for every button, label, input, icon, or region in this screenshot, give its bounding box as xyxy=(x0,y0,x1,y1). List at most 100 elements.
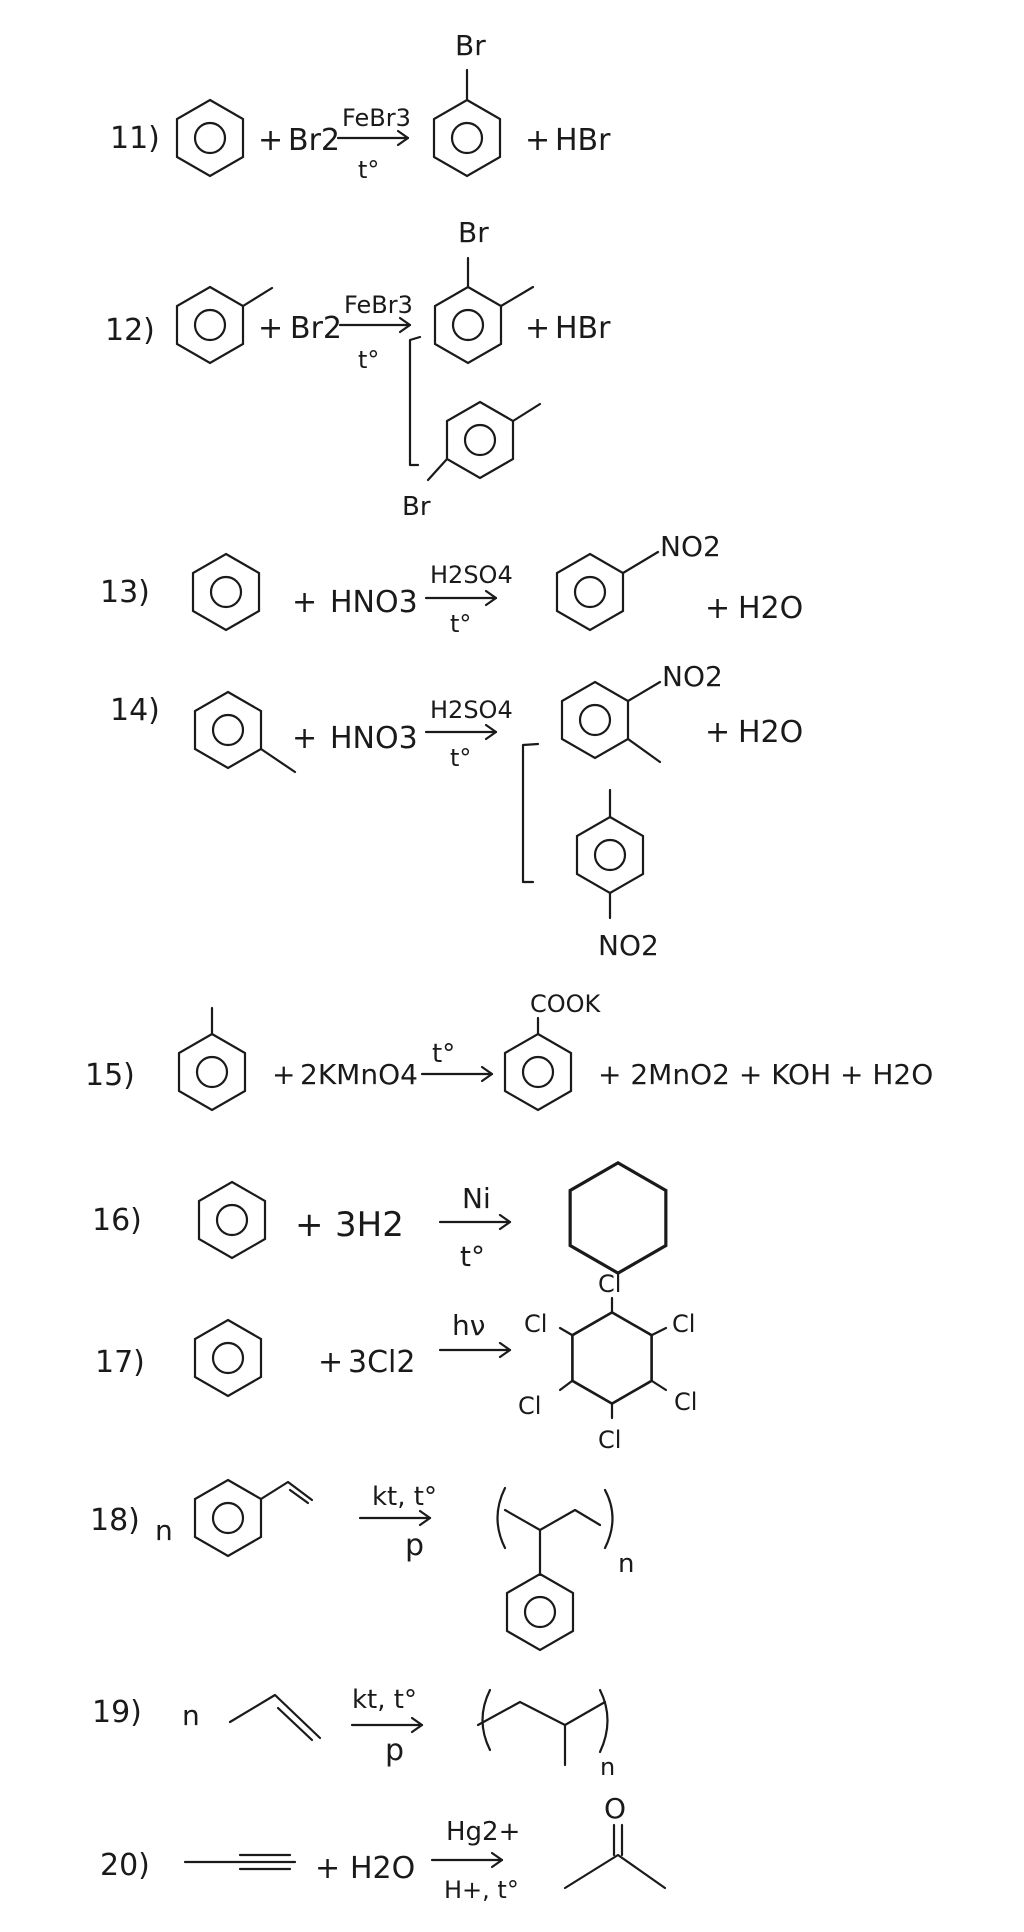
byproduct: HBr xyxy=(555,123,611,158)
substituent: Br xyxy=(455,29,486,62)
reaction-number: 18) xyxy=(90,1503,140,1538)
substituent: Br xyxy=(458,216,489,249)
reagent: Br2 xyxy=(290,311,342,346)
reagent: Br2 xyxy=(288,123,340,158)
condition-bottom: t° xyxy=(358,346,379,374)
plus-sign: + xyxy=(315,1851,340,1886)
polymer-index: n xyxy=(618,1549,634,1579)
reaction-11: 11) + Br2 FeBr3 t° Br + HBr xyxy=(110,29,611,184)
reaction-arrow-icon xyxy=(350,1716,424,1734)
chlorine-label: Cl xyxy=(524,1310,547,1338)
reaction-number: 11) xyxy=(110,121,160,156)
cyclohexane-ring-icon xyxy=(568,1161,668,1275)
bromobenzene-ring-icon xyxy=(432,98,502,178)
para-nitrotoluene-ring-icon xyxy=(575,815,645,895)
condition-top: t° xyxy=(432,1039,455,1069)
chlorine-label: Cl xyxy=(672,1310,695,1338)
condition-bottom: t° xyxy=(450,610,471,638)
reaction-20: 20) + H2O Hg2+ H+, t° O xyxy=(100,1792,667,1904)
reaction-12: 12) + Br2 FeBr3 t° Br + HBr Br xyxy=(105,216,611,522)
condition-top: FeBr3 xyxy=(344,291,413,319)
substituent: NO2 xyxy=(660,530,721,563)
reaction-16: 16) + 3H2 Ni t° xyxy=(92,1161,668,1275)
condition-bottom: t° xyxy=(358,156,379,184)
chlorine-label: Cl xyxy=(674,1388,697,1416)
condition-top: kt, t° xyxy=(352,1685,417,1715)
ortho-product-ring-icon xyxy=(433,285,503,365)
toluene-ring-icon xyxy=(193,690,263,770)
reagent: 2KMnO4 xyxy=(300,1058,418,1091)
plus-sign: + xyxy=(292,721,317,756)
reaction-arrow-icon xyxy=(438,1341,512,1359)
reaction-number: 16) xyxy=(92,1203,142,1238)
byproduct: H2O xyxy=(738,591,803,626)
condition-top: hν xyxy=(452,1309,485,1342)
nitrobenzene-ring-icon xyxy=(555,552,625,632)
hexachlorocyclohexane-ring-icon xyxy=(571,1311,653,1405)
byproducts: + 2MnO2 + KOH + H2O xyxy=(598,1058,933,1091)
toluene-ring-icon xyxy=(177,1032,247,1112)
substituent: NO2 xyxy=(662,660,723,693)
plus-sign: + xyxy=(525,311,550,346)
condition-bottom: t° xyxy=(450,744,471,772)
toluene-ring-icon xyxy=(175,285,245,365)
byproduct: H2O xyxy=(738,715,803,750)
reaction-arrow-icon xyxy=(420,1065,494,1083)
condition-top: H2SO4 xyxy=(430,561,513,589)
reaction-19: 19) n kt, t° p n xyxy=(92,1685,615,1781)
reaction-number: 17) xyxy=(95,1345,145,1380)
polymer-index: n xyxy=(600,1753,615,1781)
reaction-number: 15) xyxy=(85,1058,135,1093)
styrene-ring-icon xyxy=(193,1478,263,1558)
potassium-benzoate-ring-icon xyxy=(503,1032,573,1112)
reaction-number: 19) xyxy=(92,1695,142,1730)
phenyl-ring-icon xyxy=(505,1572,575,1652)
plus-sign: + xyxy=(318,1345,343,1380)
para-product-ring-icon xyxy=(445,400,515,480)
benzene-ring-icon xyxy=(193,1318,263,1398)
condition-bottom: p xyxy=(405,1528,424,1563)
reaction-15: 15) + 2KMnO4 t° COOK + 2MnO2 + KOH + H2O xyxy=(85,990,933,1112)
alt-substituent: Br xyxy=(402,492,431,522)
byproduct: HBr xyxy=(555,311,611,346)
plus-sign: + xyxy=(258,123,283,158)
reaction-13: 13) + HNO3 H2SO4 t° NO2 + H2O xyxy=(100,530,803,638)
reaction-arrow-icon xyxy=(438,1213,512,1231)
condition-top: FeBr3 xyxy=(342,104,411,132)
plus-sign: + xyxy=(705,591,730,626)
reaction-arrow-icon xyxy=(338,316,412,334)
reaction-number: 13) xyxy=(100,575,150,610)
alt-substituent: NO2 xyxy=(598,929,659,962)
reaction-number: 12) xyxy=(105,313,155,348)
reagent: 3Cl2 xyxy=(348,1345,415,1380)
chlorine-label: Cl xyxy=(598,1426,621,1454)
condition-bottom: t° xyxy=(460,1240,485,1273)
chlorine-label: Cl xyxy=(518,1392,541,1420)
reaction-arrow-icon xyxy=(424,589,498,607)
condition-top: Hg2+ xyxy=(446,1817,520,1847)
reagent: H2O xyxy=(350,1851,415,1886)
plus-sign: + xyxy=(292,585,317,620)
reaction-17: 17) + 3Cl2 hν Cl Cl Cl Cl Cl Cl xyxy=(95,1270,697,1454)
plus-sign: + xyxy=(705,715,730,750)
condition-bottom: p xyxy=(385,1733,404,1768)
reaction-14: 14) + HNO3 H2SO4 t° NO2 + H2O NO2 xyxy=(110,660,803,962)
coefficient: n xyxy=(182,1699,200,1732)
reaction-arrow-icon xyxy=(358,1509,432,1527)
coefficient: n xyxy=(155,1514,173,1547)
benzene-ring-icon xyxy=(191,552,261,632)
plus-sign: + xyxy=(272,1058,295,1091)
plus-sign: + xyxy=(295,1205,324,1245)
reaction-18: 18) n kt, t° p n xyxy=(90,1478,634,1652)
reagent: HNO3 xyxy=(330,585,418,620)
substituent: COOK xyxy=(530,990,602,1018)
reaction-arrow-icon xyxy=(430,1851,504,1869)
carbonyl-oxygen: O xyxy=(604,1792,626,1825)
chlorine-label: Cl xyxy=(598,1270,621,1298)
reaction-number: 14) xyxy=(110,693,160,728)
plus-sign: + xyxy=(258,311,283,346)
condition-top: H2SO4 xyxy=(430,696,513,724)
reaction-number: 20) xyxy=(100,1848,150,1883)
condition-top: kt, t° xyxy=(372,1482,437,1512)
